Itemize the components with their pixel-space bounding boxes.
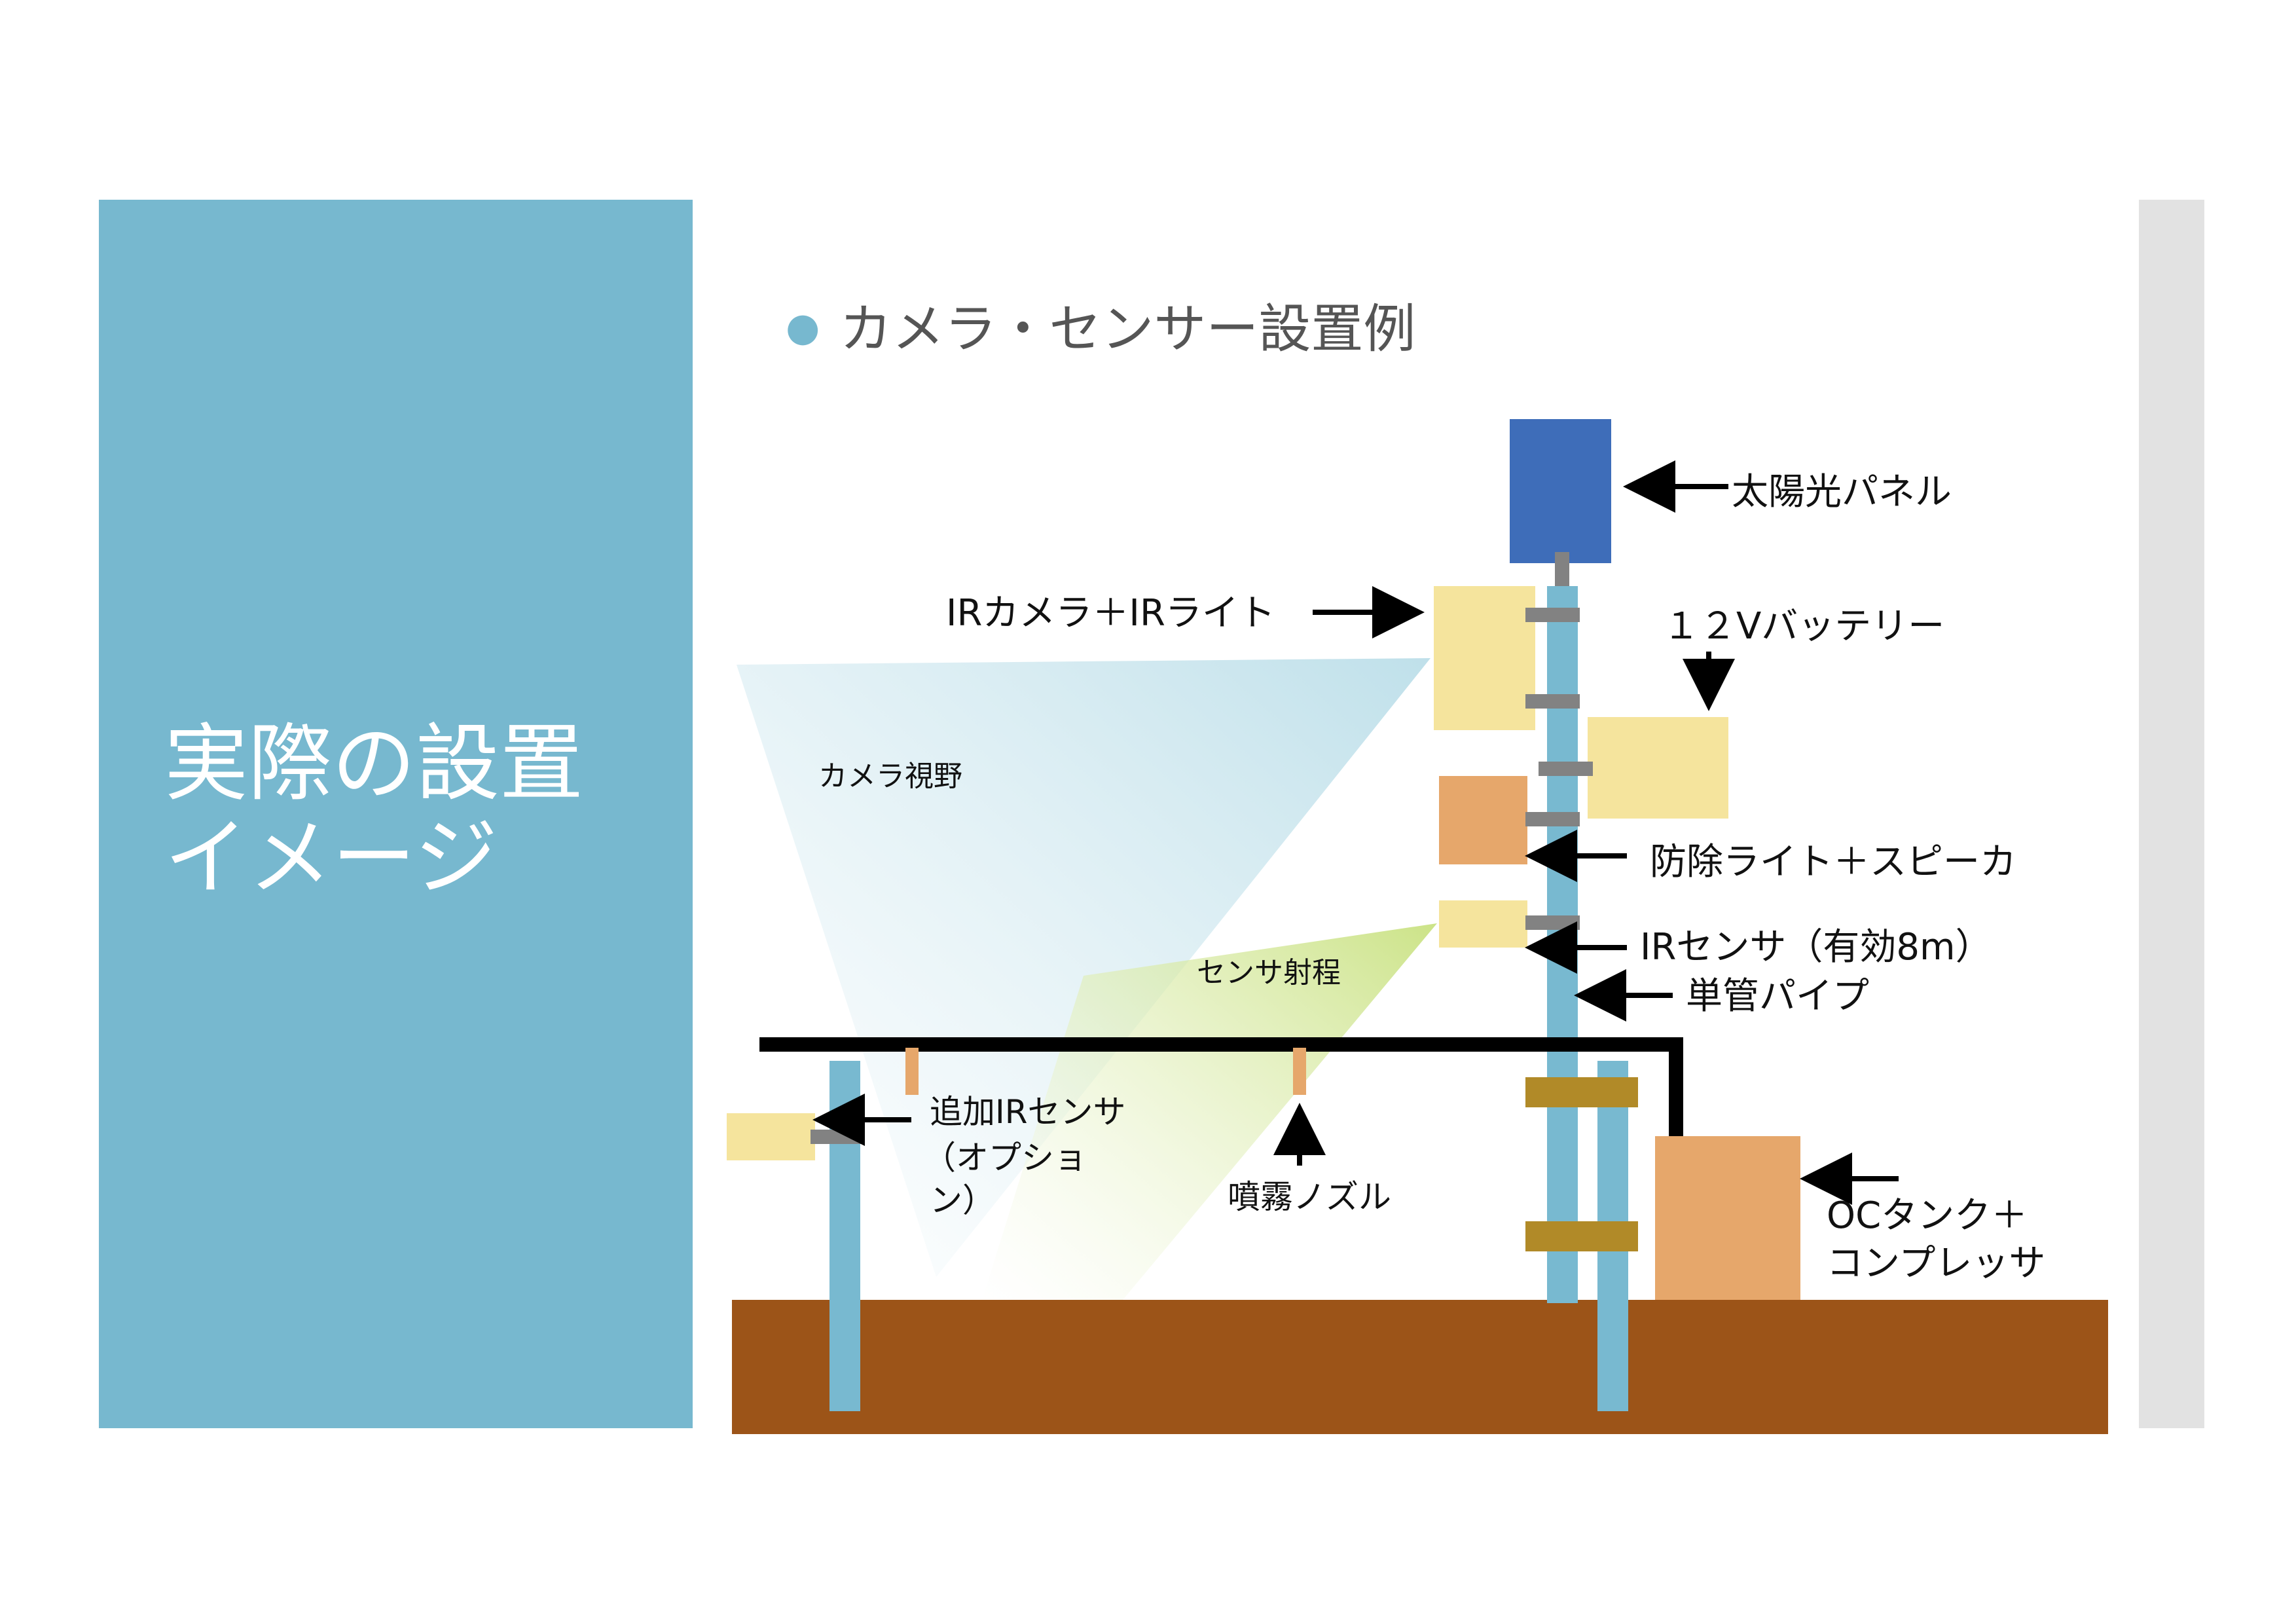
label-ir-sensor: IRセンサ（有効8m）: [1640, 926, 1992, 969]
label-sensor-range: センサ射程: [1197, 956, 1341, 989]
left-pole: [829, 1061, 860, 1411]
nozzle: [905, 1048, 919, 1095]
label-extra-sensor-3: ン）: [930, 1181, 995, 1219]
label-solar-panel: 太陽光パネル: [1732, 471, 1952, 513]
label-ir-camera: IRカメラ＋IRライト: [946, 592, 1275, 635]
nozzle: [1293, 1048, 1306, 1095]
solar-panel: [1510, 419, 1611, 563]
clamp: [811, 1130, 865, 1144]
clamp: [1525, 915, 1580, 930]
clamp: [1525, 608, 1580, 622]
horizontal-bar: [759, 1037, 1683, 1136]
title-panel: 実際の設置 イメージ: [99, 200, 693, 1428]
deterrent-box: [1439, 776, 1527, 864]
label-camera-view: カメラ視野: [818, 760, 962, 793]
bullet-text: カメラ・センサー設置例: [839, 299, 1416, 360]
clamp: [1539, 762, 1593, 776]
pipe-band: [1525, 1077, 1638, 1107]
slide-title: 実際の設置 イメージ: [164, 715, 584, 907]
pipe-band: [1525, 1221, 1638, 1251]
sensor-range-cone: [982, 923, 1437, 1300]
ir-sensor-box: [1439, 900, 1527, 948]
label-extra-sensor-1: 追加IRセンサ: [930, 1093, 1126, 1131]
ground: [732, 1300, 2108, 1434]
label-deterrent: 防除ライト＋スピーカ: [1650, 841, 2016, 883]
bullet-item: ● カメラ・センサー設置例: [786, 291, 1415, 365]
clamp: [1525, 812, 1580, 826]
right-side-strip: [2139, 200, 2204, 1428]
clamp: [1525, 694, 1580, 709]
label-tank-1: OCタンク＋: [1827, 1194, 2028, 1237]
label-nozzle: 噴霧ノズル: [1228, 1178, 1391, 1216]
label-pipe: 単管パイプ: [1686, 975, 1869, 1018]
label-battery: １２Vバッテリー: [1663, 605, 1944, 648]
label-extra-sensor-2: （オプショ: [923, 1139, 1087, 1177]
extra-sensor-box: [727, 1113, 815, 1160]
tank-box: [1655, 1136, 1800, 1300]
bullet-dot-icon: ●: [786, 304, 820, 350]
ir-camera-box: [1434, 586, 1535, 730]
battery-box: [1588, 717, 1728, 819]
solar-panel-mount: [1555, 552, 1569, 586]
label-tank-2: コンプレッサ: [1827, 1242, 2045, 1285]
main-pole: [1547, 586, 1578, 1303]
